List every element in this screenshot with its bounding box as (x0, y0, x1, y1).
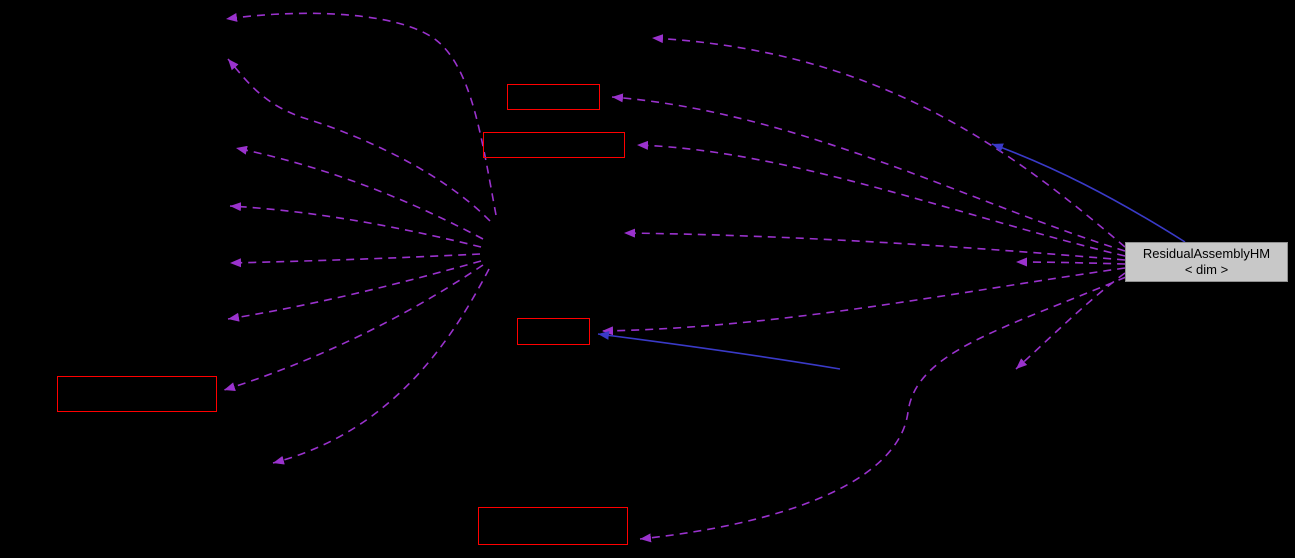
inheritance-edge (991, 143, 1186, 243)
usage-edge (229, 202, 482, 248)
inheritance-edge (597, 330, 841, 370)
usage-edge (1015, 257, 1126, 267)
usage-edge (1015, 272, 1126, 370)
usage-edge (601, 267, 1126, 336)
usage-edge (639, 276, 1127, 543)
usage-edge (272, 268, 490, 465)
usage-edge (651, 34, 1126, 248)
usage-edge (235, 145, 484, 240)
linked-node-upper[interactable] (483, 132, 625, 158)
usage-edge (227, 58, 491, 222)
usage-edge (636, 140, 1126, 257)
linked-node-top[interactable] (507, 84, 600, 110)
usage-edge (229, 253, 481, 268)
main-node-label-line1: ResidualAssemblyHM (1142, 245, 1271, 261)
linked-node-left[interactable] (57, 376, 217, 412)
usage-edge (611, 93, 1126, 252)
linked-node-bottom[interactable] (478, 507, 628, 545)
main-node-residual-assembly-hm: ResidualAssemblyHM < dim > (1125, 242, 1288, 282)
usage-edge (225, 12, 497, 216)
main-node-label-line2: < dim > (1184, 262, 1229, 277)
linked-node-center[interactable] (517, 318, 590, 345)
usage-edge (223, 264, 484, 391)
usage-edge (227, 260, 482, 322)
